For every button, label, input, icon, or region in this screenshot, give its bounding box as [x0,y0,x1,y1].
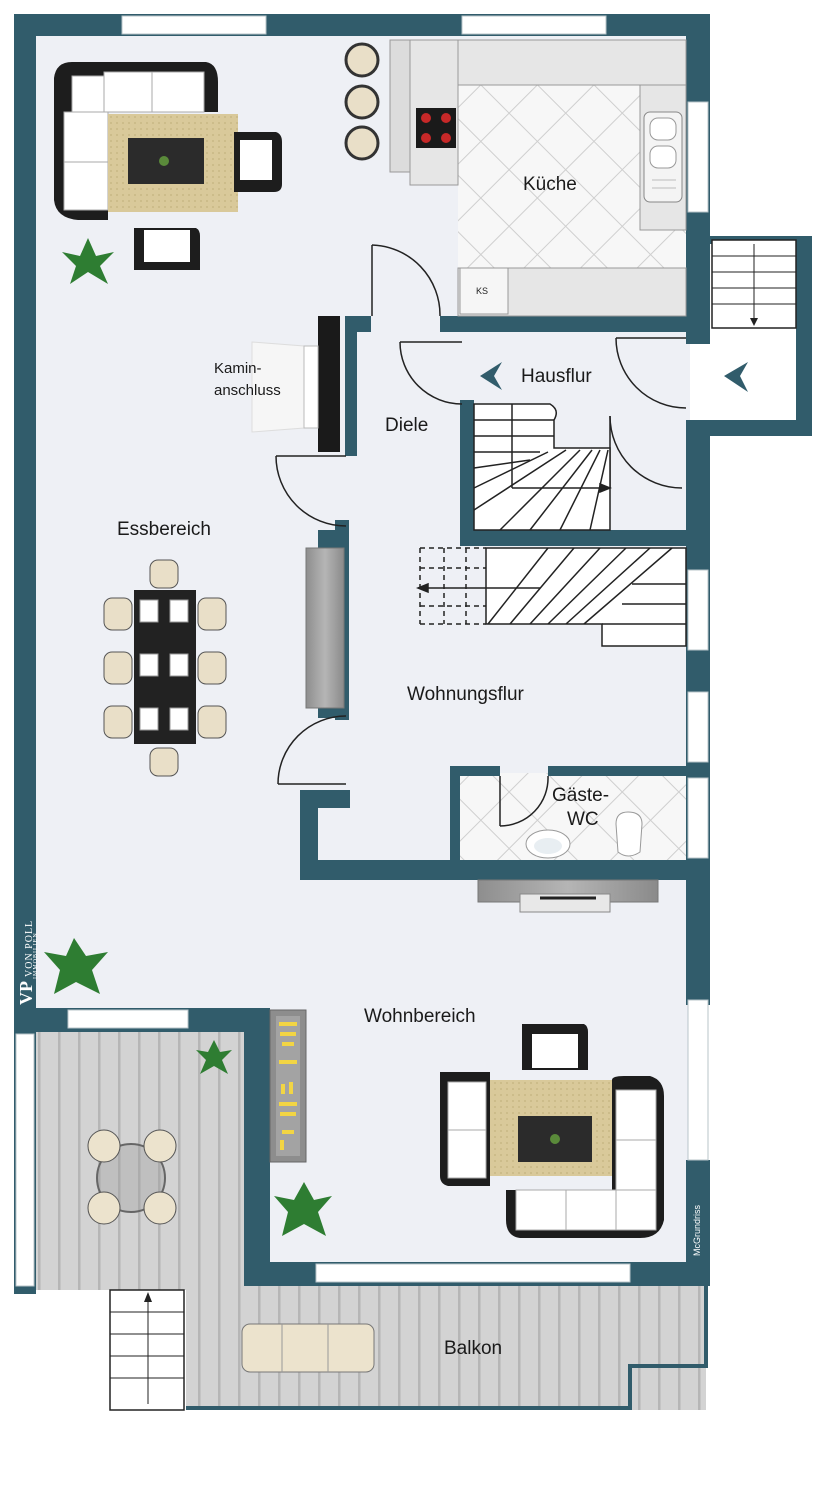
bookshelf [269,1009,307,1163]
outdoor-stairs-bottom [109,1289,185,1411]
windows [15,15,709,1287]
fireplace [251,316,340,452]
room-label-hausflur: Hausflur [521,366,592,387]
outdoor-stairs-top [711,239,797,329]
kitchen [344,39,687,317]
room-label-kamin-line1: Kamin- [214,360,262,377]
room-label-gaeste-line2: WC [567,809,599,830]
dining-table [103,559,227,777]
sun-lounger [241,1323,375,1373]
wc-fixtures [525,811,643,859]
plant-icon [44,238,332,1236]
fridge-label: KS [476,286,489,296]
stairs-hausflur [473,403,613,531]
doors [275,244,687,827]
room-label-kueche: Küche [523,174,577,195]
tv-board [477,879,659,913]
room-label-kamin-line2: anschluss [214,382,281,399]
room-label-essbereich: Essbereich [117,519,211,540]
entrance-arrow-icon [480,362,502,390]
brand-logo: VPVON POLL IMMOBILIEN [16,920,39,1005]
sideboard [305,547,345,709]
stairs-wohnungsflur [415,547,687,647]
room-label-gaeste-line1: Gäste- [552,785,610,806]
sofa-wohnbereich [440,1024,664,1238]
room-label-wohnbereich: Wohnbereich [364,1006,476,1027]
sofa-top-left [54,62,282,270]
terrace-table [87,1129,177,1225]
entrance-arrow-icon [724,362,748,392]
room-label-wohnungsflur: Wohnungsflur [407,684,524,705]
brand-logo-mark: VP [16,981,36,1005]
room-label-balkon: Balkon [444,1338,503,1359]
room-label-diele: Diele [385,415,429,436]
credit-label: McGrundriss [692,1204,702,1256]
balcony-edge [186,1286,708,1410]
